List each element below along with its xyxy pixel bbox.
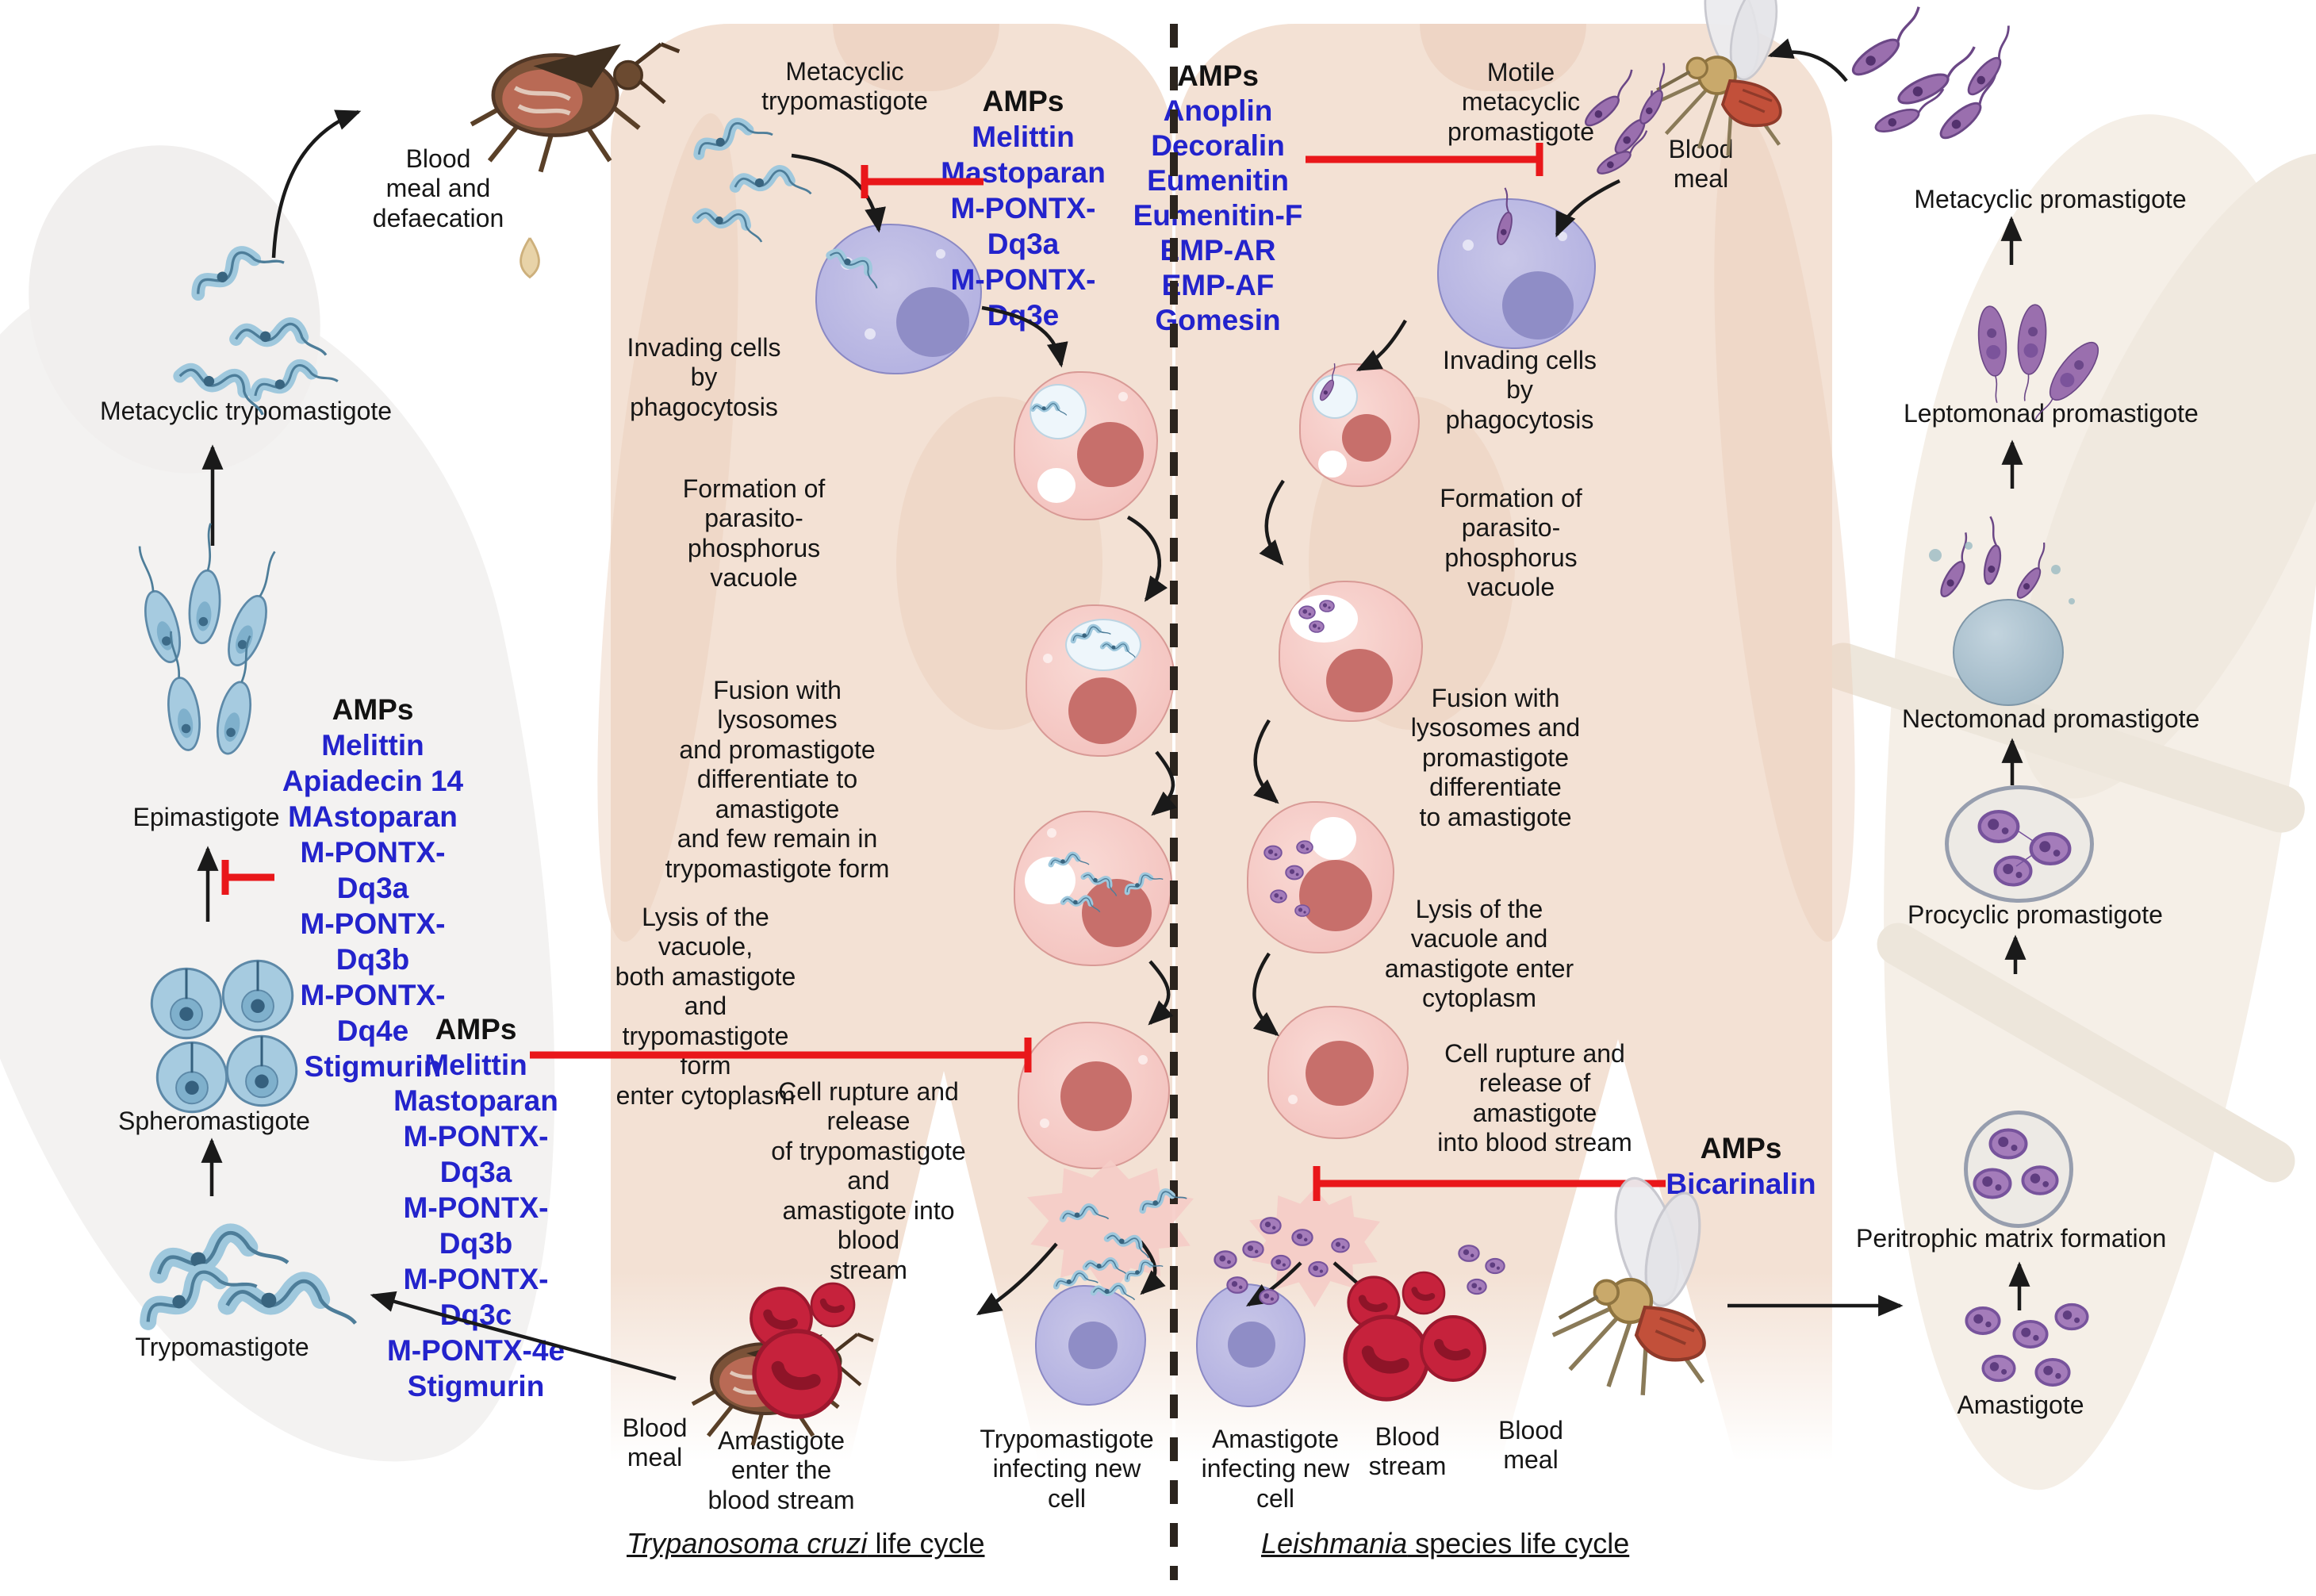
metacyclic-promastigote-cluster-right — [1842, 6, 2027, 145]
label-metacyclic-promastigote: Metacyclic promastigote — [1914, 185, 2187, 213]
amp-item: Anoplin — [1163, 94, 1273, 127]
amps-header: AMPs — [982, 85, 1064, 117]
leish-cell-vacuole-forming — [1299, 363, 1420, 487]
label-fusion-tcruzi: Fusion with lysosomes and promastigote d… — [665, 676, 890, 883]
amp-item: Bicarinalin — [1666, 1168, 1816, 1200]
label-formation-tcruzi: Formation of parasito-phosphorus vacuole — [682, 474, 826, 593]
amp-item: M-PONTX-Dq4e — [300, 979, 446, 1047]
title-tcruzi-life-cycle: Trypanosoma cruzi life cycle — [627, 1527, 984, 1560]
label-spheromastigote: Spheromastigote — [118, 1107, 310, 1135]
amp-item: EMP-AF — [1161, 269, 1275, 301]
amp-item: Apiadecin 14 — [282, 765, 464, 797]
label-rupture-leishmania: Cell rupture and release of amastigote i… — [1437, 1039, 1632, 1157]
title-rest: life cycle — [867, 1527, 985, 1560]
title-rest: species life cycle — [1407, 1527, 1630, 1560]
label-blood-meal-top-right: Blood meal — [1668, 135, 1734, 194]
peritrophic-circle — [1964, 1111, 2073, 1228]
label-amastigote-right: Amastigote — [1957, 1391, 2084, 1419]
amps-header: AMPs — [332, 693, 414, 726]
amp-item: Mastoparan — [393, 1084, 558, 1117]
label-invading-tcruzi: Invading cells by phagocytosis — [627, 333, 781, 421]
label-metacyclic-center: Metacyclic trypomastigote — [761, 57, 928, 116]
leish-cell-lysis — [1247, 801, 1394, 953]
label-lysis-leishmania: Lysis of the vacuole and amastigote ente… — [1384, 895, 1574, 1013]
label-peritrophic-matrix: Peritrophic matrix formation — [1856, 1224, 2167, 1253]
infected-cell-pre-rupture — [1018, 1022, 1170, 1169]
amps-header: AMPs — [435, 1013, 517, 1045]
leish-cell-lysosome-fusion — [1279, 581, 1423, 722]
label-blood-meal-bottom-right: Blood meal — [1498, 1416, 1563, 1475]
label-formation-leishmania: Formation of parasito- phosphorus vacuol… — [1440, 484, 1582, 602]
label-nectomonad-promastigote: Nectomonad promastigote — [1902, 704, 2200, 733]
label-amastigote-infecting: Amastigote infecting new cell — [1201, 1425, 1350, 1513]
label-metacyclic-trypomastigote-left: Metacyclic trypomastigote — [99, 397, 393, 425]
amp-item: Stigmurin — [407, 1370, 545, 1402]
amp-item: Eumenitin-F — [1133, 199, 1303, 232]
amp-item: Melittin — [972, 121, 1075, 153]
amp-item: Stigmurin — [304, 1050, 442, 1083]
label-fusion-leishmania: Fusion with lysosomes and promastigote d… — [1410, 684, 1581, 831]
stomodeal-valve-sphere — [1953, 599, 2064, 706]
amp-item: EMP-AR — [1160, 234, 1276, 267]
label-motile-metacyclic: Motile metacyclic promastigote — [1448, 58, 1594, 146]
amps-list-bloodstream: AMPs Melittin Mastoparan M-PONTX-Dq3a M-… — [377, 1011, 575, 1404]
infected-cell-vacuole-forming — [1014, 371, 1158, 520]
label-epimastigote: Epimastigote — [132, 803, 280, 831]
blood-drop-icon — [520, 236, 540, 278]
amp-item: M-PONTX-Dq3b — [403, 1191, 549, 1260]
amp-item: M-PONTX-Dq3a — [403, 1120, 549, 1188]
label-rupture-tcruzi: Cell rupture and release of trypomastigo… — [771, 1077, 966, 1284]
label-procyclic-promastigote: Procyclic promastigote — [1908, 900, 2163, 929]
amp-item: Decoralin — [1151, 129, 1285, 162]
label-blood-meal-left: Blood meal — [622, 1414, 688, 1472]
label-invading-leishmania: Invading cells by phagocytosis — [1443, 346, 1597, 434]
amps-list-epimastigote: AMPs Melittin Apiadecin 14 MAstoparan M-… — [274, 692, 472, 1084]
amps-list-leishmania-entry: AMPs Anoplin Decoralin Eumenitin Eumenit… — [1117, 59, 1319, 338]
label-amastigote-enter: Amastigote enter the blood stream — [707, 1426, 855, 1514]
amp-item: M-PONTX-Dq3c — [403, 1263, 549, 1331]
amps-list-bicarinalin: AMPs Bicarinalin — [1654, 1130, 1828, 1202]
amp-item: M-PONTX-Dq3e — [950, 263, 1096, 332]
amp-item: M-PONTX-Dq3b — [300, 907, 446, 976]
title-leishmania-life-cycle: Leishmania species life cycle — [1261, 1527, 1629, 1560]
leish-cell-pre-rupture — [1267, 1006, 1409, 1139]
title-genus: Leishmania — [1261, 1527, 1408, 1560]
label-blood-meal-defaecation: Blood meal and defaecation — [372, 144, 504, 232]
procyclic-circle — [1945, 785, 2094, 903]
infected-cell-lysosome-fusion — [1026, 604, 1175, 757]
amps-header: AMPs — [1700, 1132, 1782, 1164]
amps-header: AMPs — [1177, 59, 1259, 92]
amp-item: Gomesin — [1155, 304, 1281, 336]
amp-item: Eumenitin — [1147, 164, 1289, 197]
amp-item: Mastoparan — [941, 156, 1106, 189]
amp-item: M-PONTX-Dq3a — [300, 836, 446, 904]
label-leptomonad-promastigote: Leptomonad promastigote — [1904, 399, 2199, 428]
amp-item: M-PONTX-4e — [386, 1334, 566, 1367]
amp-item: Melittin — [424, 1049, 527, 1081]
title-genus: Trypanosoma cruzi — [627, 1527, 868, 1560]
amps-list-tcruzi-entry: AMPs Melittin Mastoparan M-PONTX-Dq3a M-… — [920, 83, 1126, 333]
label-trypomastigote-infecting: Trypomastigote infecting new cell — [980, 1425, 1154, 1513]
amp-item: Melittin — [321, 729, 424, 762]
label-trypomastigote: Trypomastigote — [135, 1333, 309, 1361]
infected-cell-lysis — [1014, 811, 1172, 966]
amp-item: MAstoparan — [288, 800, 458, 833]
amp-item: M-PONTX-Dq3a — [950, 192, 1096, 260]
label-blood-stream: Blood stream — [1368, 1422, 1447, 1481]
